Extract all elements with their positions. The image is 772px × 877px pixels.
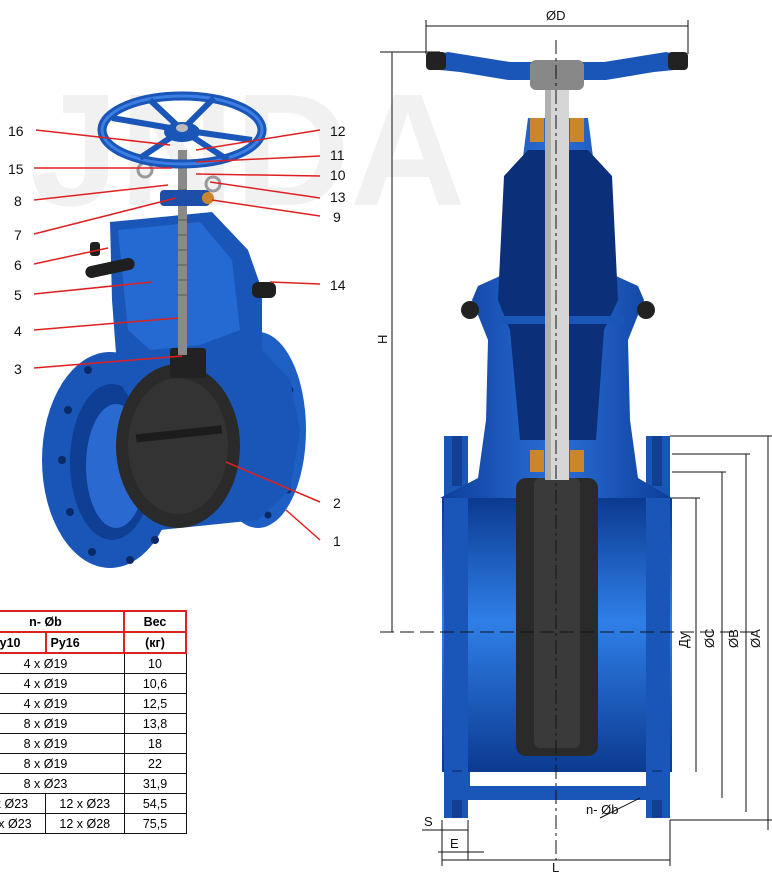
- cell-weight: 18: [123, 733, 187, 754]
- flange-bolt-holes: [58, 352, 159, 564]
- callout-4: 4: [14, 323, 22, 339]
- cell-py16: 12 x Ø23: [45, 793, 125, 814]
- handwheel: [97, 91, 267, 169]
- cell-weight: 12,5: [123, 693, 187, 714]
- dim-Dy: Ду: [676, 632, 691, 648]
- dim-L: L: [552, 860, 559, 875]
- callout-9: 9: [333, 209, 341, 225]
- cell-nb: 8 x Ø19: [0, 713, 125, 734]
- bonnet-bolts: [85, 242, 276, 298]
- header-py16: Py16: [44, 631, 125, 654]
- callout-13: 13: [330, 189, 346, 205]
- callout-7: 7: [14, 227, 22, 243]
- dim-C: ØC: [702, 629, 717, 649]
- callout-2: 2: [333, 495, 341, 511]
- callout-5: 5: [14, 287, 22, 303]
- right-flange: [646, 436, 670, 818]
- header-unit: (кг): [123, 631, 187, 654]
- cell-weight: 10: [123, 652, 187, 674]
- cell-nb: 8 x Ø19: [0, 753, 125, 774]
- cell-weight: 10,6: [123, 673, 187, 694]
- cell-weight: 13,8: [123, 713, 187, 734]
- cell-nb: 8 x Ø23: [0, 773, 125, 794]
- cell-py16: 12 x Ø28: [45, 813, 125, 834]
- header-weight: Вес: [123, 610, 187, 633]
- leader-lines: [33, 129, 321, 541]
- valve-3d-view: 16 15 8 7 6 5 4 3 12 11 10 13 9 14 2 1: [8, 91, 346, 568]
- left-flange: [444, 436, 468, 818]
- header-py10: Py10: [0, 631, 47, 654]
- header-nb: n- Øb: [0, 610, 125, 633]
- dim-nb: n- Øb: [586, 802, 619, 817]
- callout-8: 8: [14, 193, 22, 209]
- callout-3: 3: [14, 361, 22, 377]
- callout-12: 12: [330, 123, 346, 139]
- stem: [178, 150, 187, 355]
- cell-weight: 31,9: [123, 773, 187, 794]
- cell-py10: 12 x Ø23: [0, 813, 46, 834]
- cell-nb: 4 x Ø19: [0, 693, 125, 714]
- dim-D: ØD: [546, 8, 566, 23]
- dim-A: ØA: [748, 629, 763, 648]
- cell-nb: 8 x Ø19: [0, 733, 125, 754]
- cell-weight: 22: [123, 753, 187, 774]
- dim-B: ØB: [726, 629, 741, 648]
- table-header-row: n- Øb Вес: [0, 610, 187, 633]
- callout-14: 14: [330, 277, 346, 293]
- dim-H: H: [375, 335, 390, 344]
- cell-weight: 54,5: [123, 793, 187, 814]
- table-subheader-row: Py10 Py16 (кг): [0, 631, 187, 654]
- callout-16: 16: [8, 123, 24, 139]
- callout-11: 11: [330, 147, 345, 163]
- callout-15: 15: [8, 161, 24, 177]
- cell-nb: 4 x Ø19: [0, 652, 125, 674]
- valve-section-view: ØD H Ду ØC ØB ØA n- Øb S E L: [375, 8, 772, 875]
- dimension-lines: [380, 20, 772, 866]
- dim-S: S: [424, 814, 433, 829]
- cell-weight: 75,5: [123, 813, 187, 834]
- callout-6: 6: [14, 257, 22, 273]
- cell-nb: 4 x Ø19: [0, 673, 125, 694]
- dim-E: E: [450, 836, 459, 851]
- section-handwheel: [428, 52, 545, 80]
- cell-py10: 8 x Ø23: [0, 793, 46, 814]
- callout-10: 10: [330, 167, 346, 183]
- callout-1: 1: [333, 533, 341, 549]
